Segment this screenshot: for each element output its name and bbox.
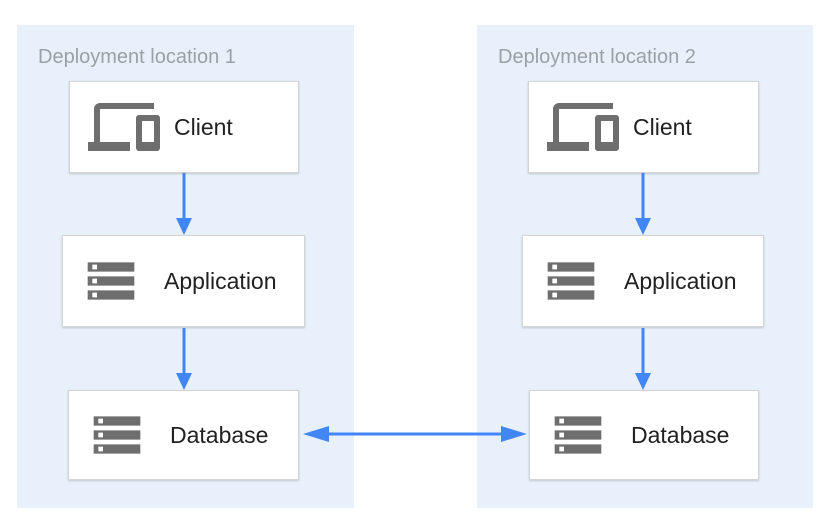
node-label: Application	[624, 267, 737, 294]
application-node-1: Application	[62, 235, 305, 327]
panel-title: Deployment location 2	[498, 46, 696, 68]
client-node-1: Client	[69, 81, 299, 173]
node-label: Client	[174, 113, 233, 140]
node-label: Database	[631, 421, 730, 448]
node-label: Database	[170, 421, 269, 448]
server-stack-icon	[83, 253, 139, 309]
panel-title: Deployment location 1	[38, 46, 236, 68]
database-node-1: Database	[68, 390, 299, 480]
application-node-2: Application	[522, 235, 764, 327]
devices-icon	[547, 91, 619, 163]
server-stack-icon	[550, 407, 606, 463]
client-node-2: Client	[528, 81, 759, 173]
node-label: Application	[164, 267, 277, 294]
server-stack-icon	[89, 407, 145, 463]
server-stack-icon	[543, 253, 599, 309]
database-node-2: Database	[529, 390, 759, 480]
node-label: Client	[633, 113, 692, 140]
devices-icon	[88, 91, 160, 163]
